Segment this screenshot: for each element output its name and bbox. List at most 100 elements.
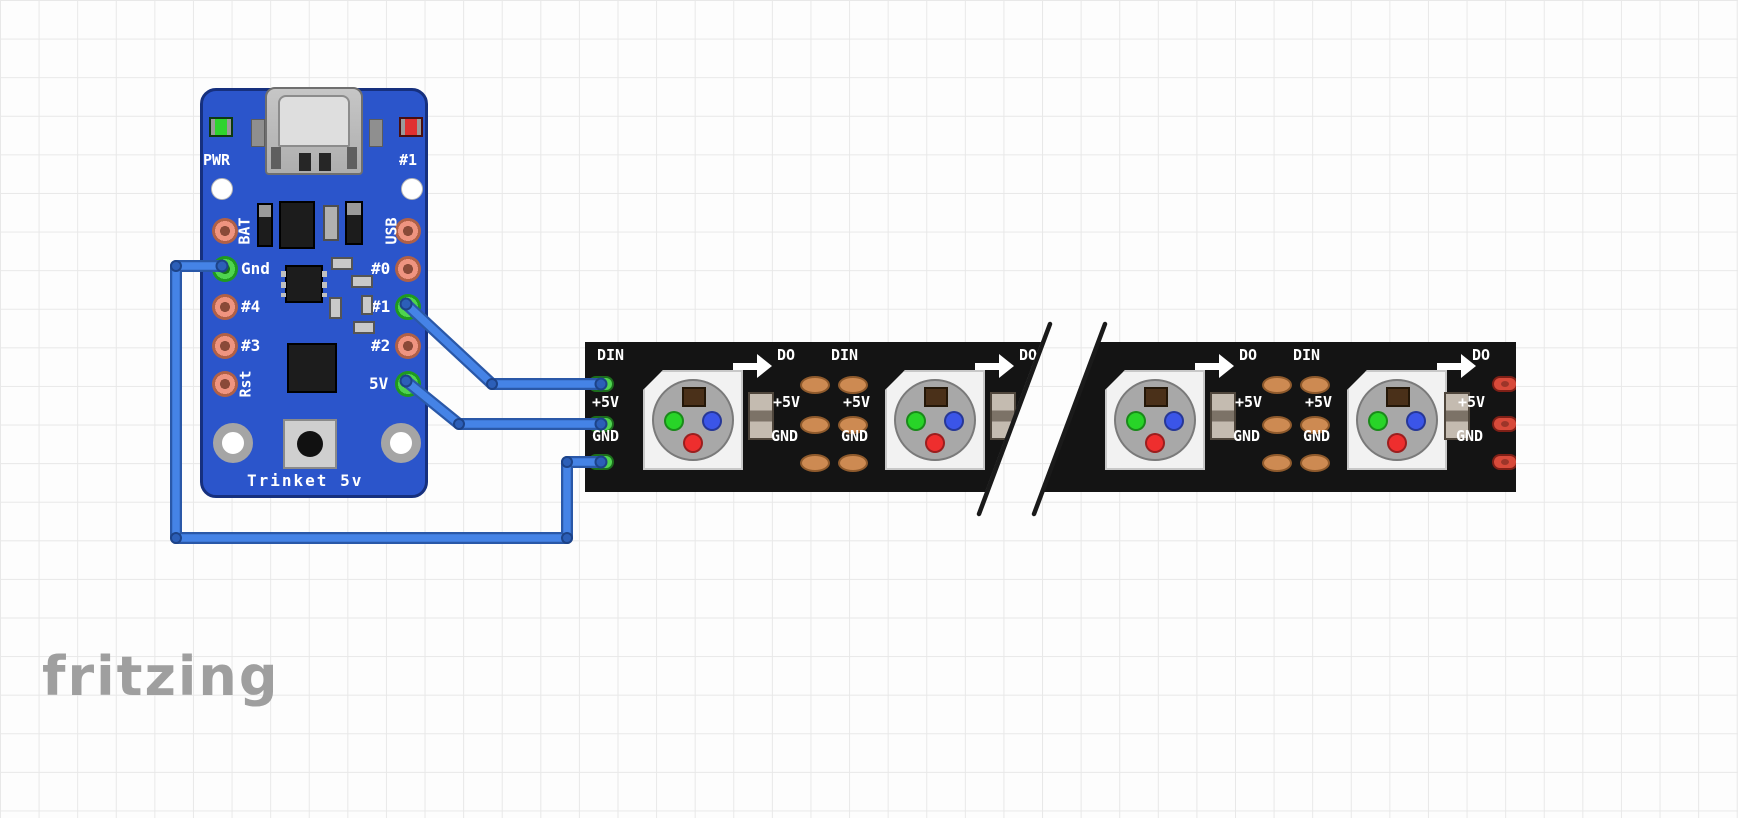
strip-capacitor-1: [748, 392, 774, 440]
pin-gnd-label: Gnd: [241, 259, 270, 278]
pin-usb[interactable]: [395, 218, 421, 244]
strip-capacitor-2: [990, 392, 1016, 440]
led-die: [924, 387, 948, 407]
data-direction-arrow-3: [1195, 354, 1235, 378]
led-lens: [1114, 379, 1196, 461]
power-led: [209, 117, 233, 137]
din-label-2: DIN: [831, 346, 859, 364]
gnd-in-label-4: GND: [1303, 427, 1331, 445]
din-input-label: DIN: [597, 346, 625, 364]
smd-regulator: [279, 201, 315, 249]
pin-usb-label: USB: [382, 217, 401, 245]
pin-bat-label: BAT: [235, 217, 254, 245]
pin1-led-label: #1: [399, 151, 418, 169]
smd-resistor-3: [329, 297, 342, 319]
via-hole-right: [401, 178, 423, 200]
pin-2[interactable]: [395, 333, 421, 359]
via-hole-left: [211, 178, 233, 200]
led-die: [1386, 387, 1410, 407]
led-lens: [652, 379, 734, 461]
blue-die: [1406, 411, 1426, 431]
pin1-led: [399, 117, 423, 137]
pad-gnd-out-1[interactable]: [800, 454, 830, 472]
strip-capacitor-4: [1444, 392, 1470, 440]
neopixel-led-4: [1347, 370, 1447, 470]
pad-gnd-input[interactable]: [588, 454, 614, 470]
blue-die: [944, 411, 964, 431]
pin-5v-label: 5V: [369, 374, 389, 393]
red-die: [925, 433, 945, 453]
neopixel-strip-segment-b[interactable]: DO +5V GND DIN +5V GND DO: [1042, 342, 1516, 492]
power-led-label: PWR: [203, 151, 231, 169]
pin-1[interactable]: [395, 294, 421, 320]
pad-do-3[interactable]: [1262, 376, 1292, 394]
pad-5v-in-4[interactable]: [1300, 416, 1330, 434]
data-direction-arrow-1: [733, 354, 773, 378]
blue-die: [702, 411, 722, 431]
pad-gnd-in-2[interactable]: [838, 454, 868, 472]
smd-capacitor: [323, 205, 339, 241]
pin-0-label: #0: [371, 259, 391, 278]
neopixel-strip-segment-a[interactable]: DIN +5V GND DO +5V GND DIN +5V GND: [585, 342, 1041, 492]
smd-resistor-5: [353, 321, 375, 334]
wire-data[interactable]: [399, 297, 608, 391]
5v-out-label-3: +5V: [1235, 393, 1263, 411]
blue-die: [1164, 411, 1184, 431]
gnd-in-label-2: GND: [841, 427, 869, 445]
pin-rst[interactable]: [212, 371, 238, 397]
wire-power[interactable]: [399, 374, 608, 431]
board-title: Trinket 5v: [247, 471, 364, 490]
pin-5v[interactable]: [395, 371, 421, 397]
smd-ic: [281, 265, 327, 303]
smd-diode-2: [345, 201, 363, 245]
5v-out-label-1: +5V: [773, 393, 801, 411]
fritzing-watermark: fritzing: [42, 645, 280, 708]
neopixel-led-3: [1105, 370, 1205, 470]
usb-contact-2: [319, 153, 331, 171]
pad-gnd-output[interactable]: [1492, 454, 1516, 470]
pin-0[interactable]: [395, 256, 421, 282]
5v-in-label-4: +5V: [1305, 393, 1333, 411]
usb-shield-tab-left: [251, 119, 265, 147]
strip-capacitor-3: [1210, 392, 1236, 440]
pin-bat[interactable]: [212, 218, 238, 244]
pad-din-input[interactable]: [588, 376, 614, 392]
pad-do-output[interactable]: [1492, 376, 1516, 392]
do-label-2: DO: [1019, 346, 1038, 364]
5v-in-label-2: +5V: [843, 393, 871, 411]
mounting-hole-right: [381, 423, 421, 463]
pad-5v-out-3[interactable]: [1262, 416, 1292, 434]
pad-5v-output[interactable]: [1492, 416, 1516, 432]
red-die: [683, 433, 703, 453]
gnd-out-edge-label: GND: [1456, 427, 1484, 445]
pad-gnd-out-3[interactable]: [1262, 454, 1292, 472]
smd-resistor-2: [351, 275, 373, 288]
pin-4[interactable]: [212, 294, 238, 320]
pin-gnd[interactable]: [212, 256, 238, 282]
pin-rst-label: Rst: [236, 370, 255, 398]
reset-button[interactable]: [283, 419, 337, 469]
green-die: [906, 411, 926, 431]
green-die: [1368, 411, 1388, 431]
led-lens: [894, 379, 976, 461]
pin-1-label: #1: [371, 297, 391, 316]
trinket-board[interactable]: PWR #1 BAT USB Gnd #0 #4 #1 #3 #2 Rst 5V: [200, 87, 428, 498]
pin-2-label: #2: [371, 336, 391, 355]
do-label-1: DO: [777, 346, 796, 364]
pad-din-4[interactable]: [1300, 376, 1330, 394]
data-direction-arrow-2: [975, 354, 1015, 378]
usb-contact-1: [299, 153, 311, 171]
led-die: [1144, 387, 1168, 407]
pad-gnd-in-4[interactable]: [1300, 454, 1330, 472]
pad-din-2[interactable]: [838, 376, 868, 394]
pin-3[interactable]: [212, 333, 238, 359]
usb-anchor-left: [271, 147, 281, 169]
gnd-input-label: GND: [592, 427, 620, 445]
pad-5v-out-1[interactable]: [800, 416, 830, 434]
pad-do-1[interactable]: [800, 376, 830, 394]
usb-shield-tab-right: [369, 119, 383, 147]
din-label-4: DIN: [1293, 346, 1321, 364]
pad-5v-in-2[interactable]: [838, 416, 868, 434]
5v-out-edge-label: +5V: [1458, 393, 1486, 411]
